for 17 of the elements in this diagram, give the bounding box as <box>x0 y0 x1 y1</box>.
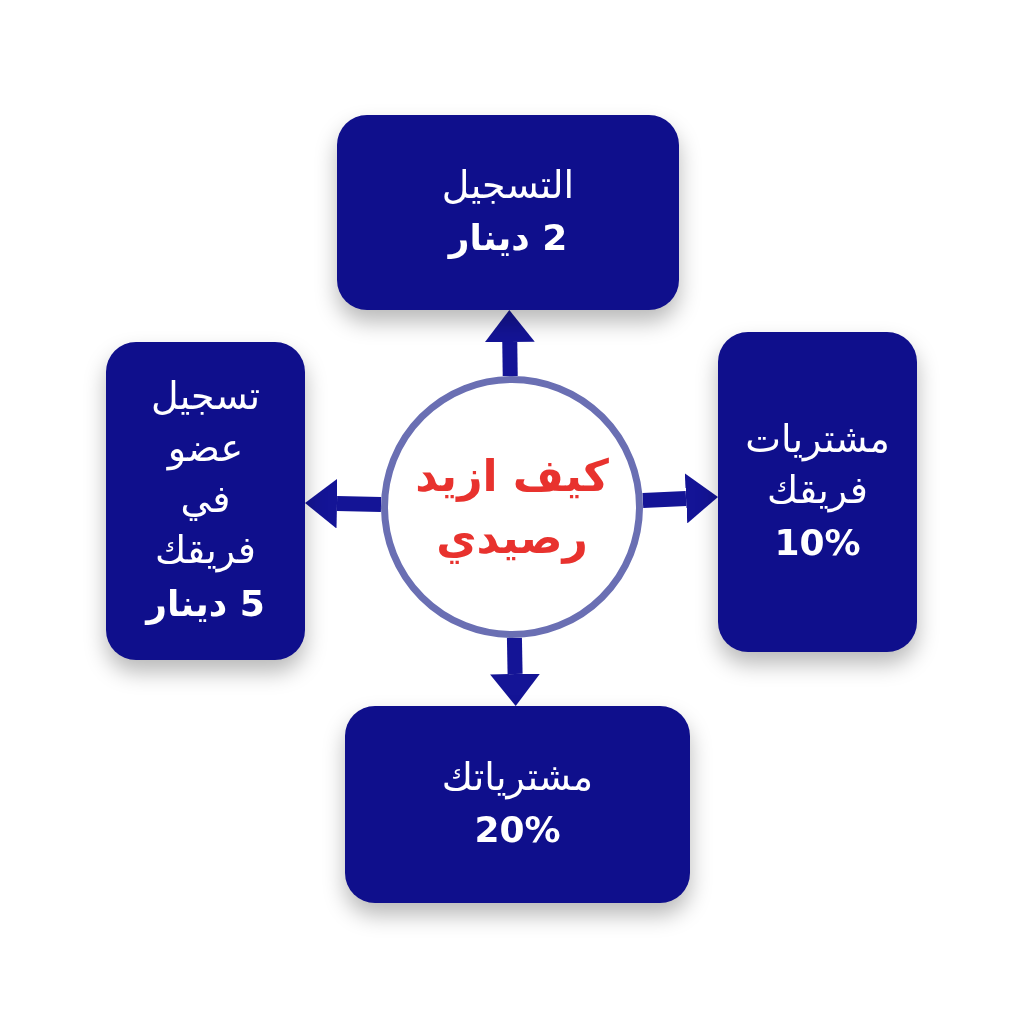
center-title: كيف ازيد رصيدي <box>414 449 610 566</box>
box-heading: التسجيل <box>441 161 575 209</box>
info-box <box>345 706 690 903</box>
arrow <box>642 473 718 524</box>
box-value: 2 دينار <box>448 216 568 261</box>
box-value: 10% <box>774 521 861 566</box>
arrow <box>484 310 535 377</box>
info-box <box>337 115 679 310</box>
box-heading: مشتريات فريقك <box>744 415 891 515</box>
box-heading: مشترياتك <box>441 753 594 802</box>
arrow <box>490 637 541 706</box>
box-value: 20% <box>474 808 561 853</box>
arrow <box>305 478 382 529</box>
info-box <box>106 342 305 660</box>
box-heading: تسجيل عضو في فريقك <box>149 373 262 575</box>
info-box <box>718 332 917 652</box>
box-value: 5 دينار <box>146 581 265 627</box>
